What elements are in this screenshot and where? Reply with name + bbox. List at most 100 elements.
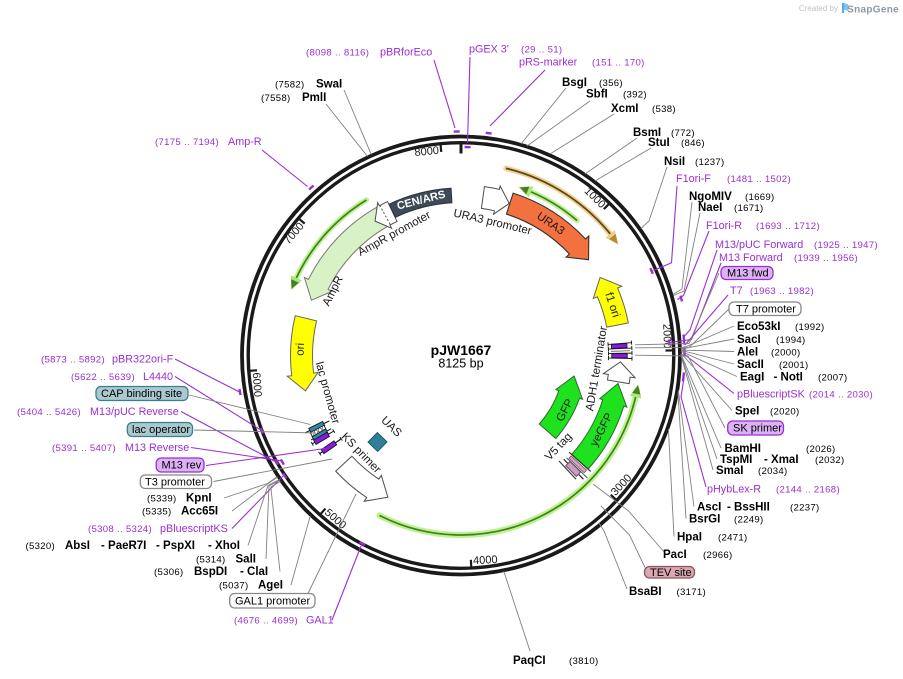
svg-text:pBluescriptKS: pBluescriptKS (160, 523, 228, 535)
svg-text:(8098 .. 8116): (8098 .. 8116) (306, 48, 369, 59)
svg-text:SnapGene: SnapGene (847, 5, 899, 16)
svg-text:(1992): (1992) (795, 322, 825, 333)
svg-text:(2026): (2026) (806, 444, 836, 455)
svg-text:F1ori-R: F1ori-R (706, 220, 742, 232)
svg-text:SpeI: SpeI (735, 406, 759, 418)
svg-text:(538): (538) (652, 104, 676, 115)
svg-text:M13 Reverse: M13 Reverse (125, 442, 189, 454)
svg-text:(356): (356) (599, 78, 623, 89)
svg-text:SwaI: SwaI (316, 79, 342, 91)
svg-text:Amp-R: Amp-R (228, 136, 262, 148)
svg-text:Eco53kI: Eco53kI (737, 321, 780, 333)
svg-text:8000: 8000 (414, 145, 440, 159)
svg-text:lac operator: lac operator (132, 424, 190, 436)
svg-text:AgeI: AgeI (258, 580, 283, 592)
svg-text:(1671): (1671) (734, 203, 764, 214)
svg-text:T7 promoter: T7 promoter (736, 304, 796, 316)
svg-text:(3171): (3171) (677, 587, 707, 598)
svg-text:(2032): (2032) (815, 455, 845, 466)
svg-text:Created by: Created by (799, 4, 838, 13)
svg-text:M13/pUC Forward: M13/pUC Forward (715, 239, 803, 251)
svg-text:(2249): (2249) (734, 515, 764, 526)
svg-text:(846): (846) (681, 138, 705, 149)
svg-text:- PspXI: - PspXI (156, 540, 195, 552)
svg-text:EagI: EagI (740, 372, 764, 384)
svg-text:(7175 .. 7194): (7175 .. 7194) (155, 137, 219, 148)
svg-text:- BssHII: - BssHII (727, 502, 770, 514)
svg-text:M13 Forward: M13 Forward (719, 252, 783, 264)
svg-text:(1963 .. 1982): (1963 .. 1982) (750, 286, 814, 297)
svg-text:Acc65I: Acc65I (181, 506, 218, 518)
svg-text:(2471): (2471) (718, 533, 748, 544)
svg-text:- XhoI: - XhoI (208, 540, 240, 552)
svg-text:(2144 .. 2168): (2144 .. 2168) (776, 485, 840, 496)
svg-text:(2007): (2007) (818, 373, 848, 384)
svg-text:(5404 .. 5426): (5404 .. 5426) (17, 407, 81, 418)
svg-text:StuI: StuI (648, 137, 670, 149)
svg-text:BsgI: BsgI (562, 77, 587, 89)
svg-text:PacI: PacI (663, 549, 687, 561)
svg-text:M13 fwd: M13 fwd (727, 268, 769, 280)
svg-text:- NotI: - NotI (774, 372, 803, 384)
svg-text:SacII: SacII (737, 359, 764, 371)
svg-text:NsiI: NsiI (664, 156, 685, 168)
svg-text:(5873 .. 5892): (5873 .. 5892) (41, 355, 105, 366)
svg-text:8125 bp: 8125 bp (438, 357, 483, 371)
svg-text:(5037): (5037) (219, 581, 249, 592)
svg-text:(1994): (1994) (776, 335, 806, 346)
svg-text:pBRforEco: pBRforEco (380, 47, 432, 59)
svg-text:L4440: L4440 (143, 371, 173, 383)
svg-text:- ClaI: - ClaI (240, 566, 268, 578)
svg-text:T7: T7 (730, 285, 743, 297)
svg-text:- XmaI: - XmaI (764, 454, 799, 466)
svg-text:(3810): (3810) (569, 656, 599, 667)
svg-text:SalI: SalI (236, 554, 256, 566)
svg-text:(5391 .. 5407): (5391 .. 5407) (52, 443, 116, 454)
svg-text:HpaI: HpaI (677, 532, 702, 544)
svg-text:SacI: SacI (737, 334, 761, 346)
svg-text:pRS-marker: pRS-marker (519, 57, 578, 69)
svg-text:(1925 .. 1947): (1925 .. 1947) (814, 240, 878, 251)
svg-text:(1669): (1669) (745, 192, 775, 203)
svg-text:AbsI: AbsI (65, 540, 90, 552)
svg-text:(2014 .. 2030): (2014 .. 2030) (809, 390, 873, 401)
svg-text:SmaI: SmaI (716, 465, 744, 477)
svg-text:(7582): (7582) (275, 80, 305, 91)
svg-text:(2001): (2001) (779, 360, 809, 371)
svg-text:PmlI: PmlI (302, 92, 326, 104)
svg-text:(29 .. 51): (29 .. 51) (521, 45, 562, 56)
svg-text:PaqCI: PaqCI (513, 655, 546, 667)
svg-text:KpnI: KpnI (186, 493, 212, 505)
svg-text:(2000): (2000) (771, 348, 801, 359)
svg-text:NaeI: NaeI (698, 202, 722, 214)
svg-text:4000: 4000 (473, 554, 498, 567)
svg-text:XcmI: XcmI (611, 103, 639, 115)
svg-text:(4676 .. 4699): (4676 .. 4699) (234, 616, 298, 627)
svg-text:(5339): (5339) (147, 494, 177, 505)
svg-text:6000: 6000 (250, 372, 264, 397)
svg-text:(5308 .. 5324): (5308 .. 5324) (88, 524, 152, 535)
svg-text:(2966): (2966) (703, 550, 733, 561)
svg-text:(1237): (1237) (695, 157, 725, 168)
svg-text:BspDI: BspDI (194, 566, 227, 578)
svg-text:TEV site: TEV site (650, 567, 692, 579)
svg-text:CAP binding site: CAP binding site (101, 388, 182, 400)
svg-text:pBR322ori-F: pBR322ori-F (112, 354, 174, 366)
svg-text:(2034): (2034) (758, 466, 788, 477)
svg-text:2000: 2000 (660, 324, 673, 349)
svg-text:pGEX 3': pGEX 3' (469, 44, 509, 56)
svg-text:AleI: AleI (737, 347, 758, 359)
svg-text:(2237): (2237) (790, 503, 820, 514)
svg-text:(5335): (5335) (142, 507, 172, 518)
svg-text:GAL1: GAL1 (306, 615, 334, 627)
svg-text:pHybLex-R: pHybLex-R (707, 484, 761, 496)
svg-text:(5320): (5320) (26, 541, 56, 552)
svg-text:M13/pUC Reverse: M13/pUC Reverse (90, 406, 179, 418)
svg-text:ori: ori (294, 343, 306, 356)
svg-text:SbfI: SbfI (586, 89, 608, 101)
svg-text:M13 rev: M13 rev (162, 460, 202, 472)
svg-text:- PaeR7I: - PaeR7I (101, 540, 146, 552)
svg-text:(1939 .. 1956): (1939 .. 1956) (794, 253, 858, 264)
svg-text:pBluescriptSK: pBluescriptSK (737, 389, 806, 401)
svg-text:(5306): (5306) (154, 567, 184, 578)
